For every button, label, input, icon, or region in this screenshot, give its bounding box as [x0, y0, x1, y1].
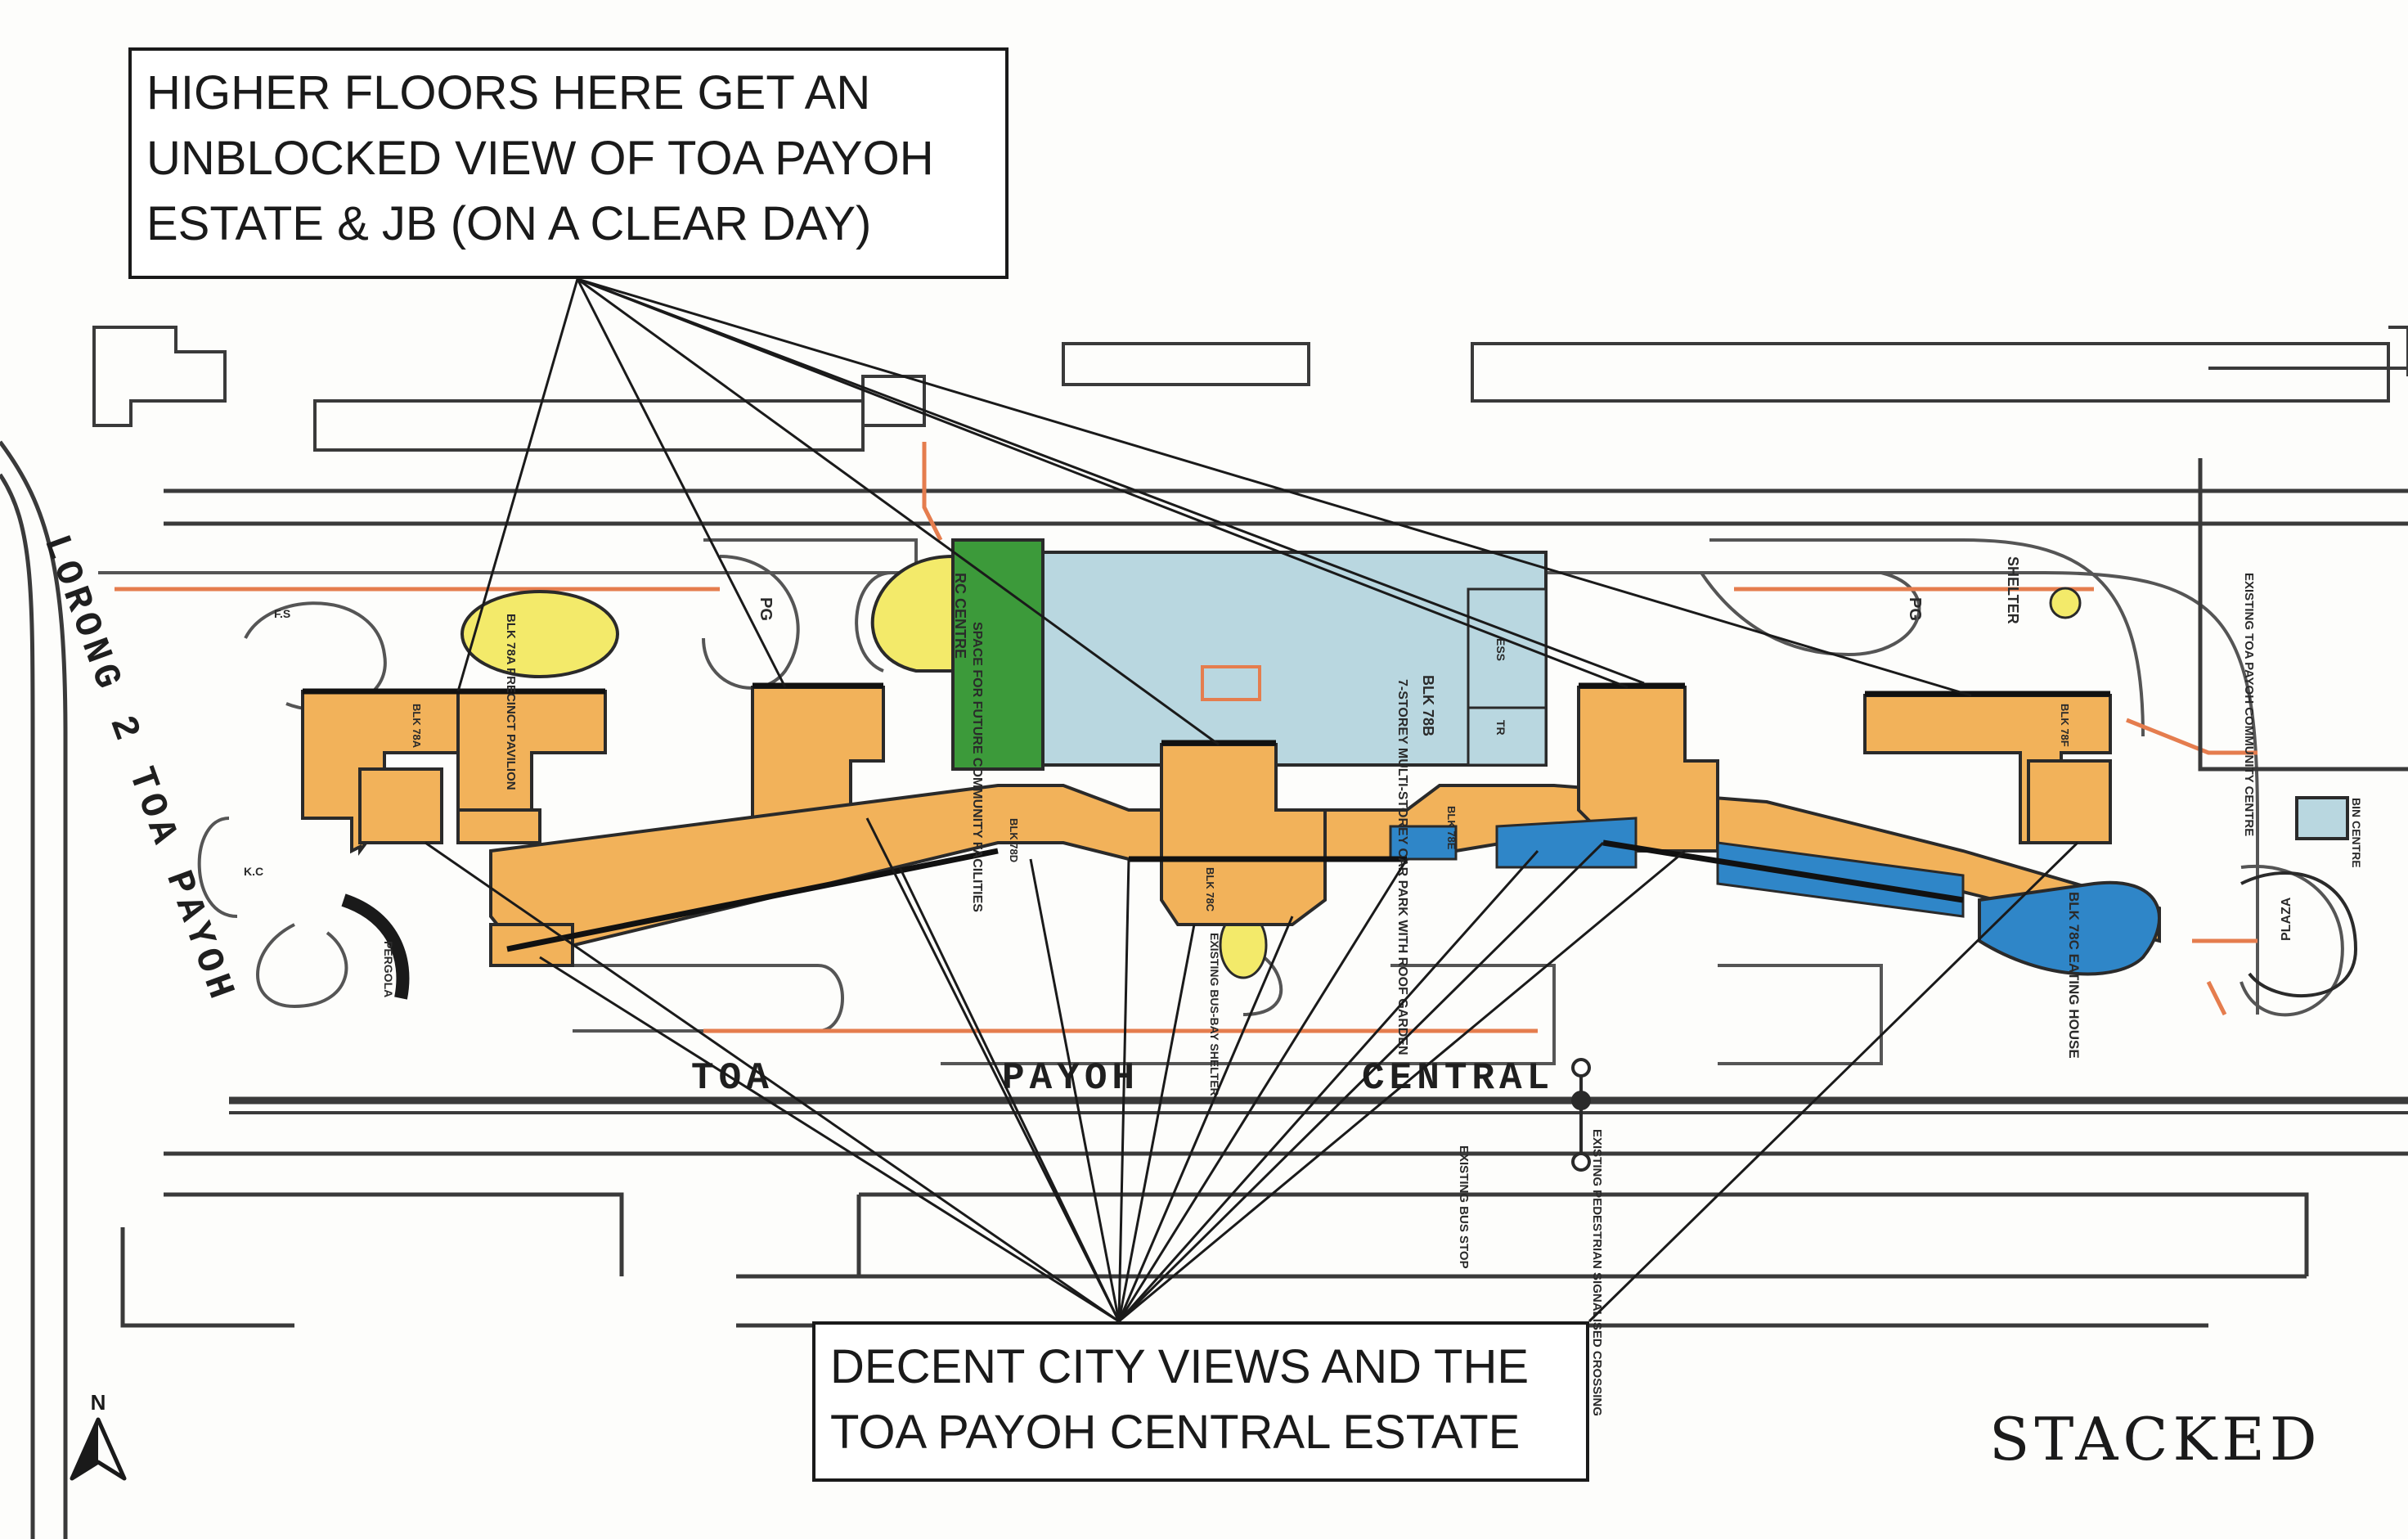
shelter-marker: [2049, 587, 2082, 619]
label-blk-78d: BLK 78D: [1008, 818, 1020, 862]
label-pergola: PERGOLA: [382, 941, 395, 997]
road-label-central: CENTRAL: [1362, 1057, 1554, 1100]
car-park: [1041, 551, 1548, 767]
callout-top-line-1: HIGHER FLOORS HERE GET AN: [146, 66, 871, 119]
label-blk-78f: BLK 78F: [2059, 704, 2071, 747]
label-blk-78b: BLK 78B: [1420, 675, 1436, 736]
label-blk-78a: BLK 78A: [411, 704, 423, 749]
label-plaza: PLAZA: [2280, 897, 2293, 941]
label-rc-centre: RC CENTRE: [952, 573, 968, 659]
label-blk-78e: BLK 78E: [1445, 806, 1458, 850]
surrounding-buildings: [92, 326, 2408, 452]
label-ess: ESS: [1494, 638, 1507, 661]
road-label-payoh: PAYOH: [1002, 1057, 1139, 1100]
callout-bottom-line-2: TOA PAYOH CENTRAL ESTATE: [830, 1406, 1521, 1459]
residential-blocks: [301, 686, 2161, 967]
community-centre-outline: [2198, 458, 2408, 772]
rc-centre: [870, 554, 955, 673]
crossing-marker: [1571, 1058, 1591, 1172]
callout-bottom-line-1: DECENT CITY VIEWS AND THE: [830, 1340, 1530, 1393]
label-eating-house: BLK 78C EATING HOUSE: [2066, 892, 2082, 1059]
label-kc: K.C: [244, 865, 263, 878]
future-facility: [951, 538, 1045, 771]
label-future-facilities: SPACE FOR FUTURE COMMUNITY FACILITIES: [970, 622, 984, 912]
label-pg-west: PG: [757, 597, 775, 621]
precinct-pavilion: [460, 590, 619, 678]
label-shelter: SHELTER: [2005, 556, 2021, 624]
plaza-outline: [2240, 871, 2358, 997]
bottom-callout-leaders: [425, 817, 2079, 1323]
site-labels: RC CENTRE SPACE FOR FUTURE COMMUNITY FAC…: [244, 556, 2363, 1416]
label-community-centre: EXISTING TOA PAYOH COMMUNITY CENTRE: [2242, 573, 2256, 836]
label-bus-shelter: EXISTING BUS-BAY SHELTER: [1208, 933, 1221, 1096]
label-pg-east: PG: [1906, 597, 1924, 621]
top-callout-leaders: [456, 277, 1972, 746]
label-bus-stop: EXISTING BUS STOP: [1457, 1145, 1471, 1269]
label-fs: F.S: [274, 607, 290, 620]
brand-wordmark: STACKED: [1989, 1405, 2322, 1474]
callout-city-views: DECENT CITY VIEWS AND THE TOA PAYOH CENT…: [812, 1321, 1589, 1482]
block-outlines: [303, 682, 2110, 952]
label-tr: TR: [1494, 720, 1507, 736]
bin-centre: [2295, 796, 2349, 840]
pergola-arc: [341, 893, 410, 1000]
callout-top-line-2: UNBLOCKED VIEW OF TOA PAYOH: [146, 132, 934, 185]
callout-higher-floors: HIGHER FLOORS HERE GET AN UNBLOCKED VIEW…: [128, 47, 1009, 279]
road-edges: [0, 440, 2408, 1539]
callout-top-line-3: ESTATE & JB (ON A CLEAR DAY): [146, 197, 872, 250]
compass-label: N: [91, 1390, 106, 1415]
label-blk-78c: BLK 78C: [1204, 867, 1216, 912]
label-ped-crossing: EXISTING PEDESTRIAN SIGNALISED CROSSING: [1590, 1129, 1604, 1416]
north-arrow-icon: N: [70, 1390, 127, 1481]
label-precinct-pavilion: BLK 78A PRECINCT PAVILION: [504, 614, 518, 790]
label-bin-centre: BIN CENTRE: [2350, 798, 2363, 868]
walkways: [115, 442, 2258, 1033]
